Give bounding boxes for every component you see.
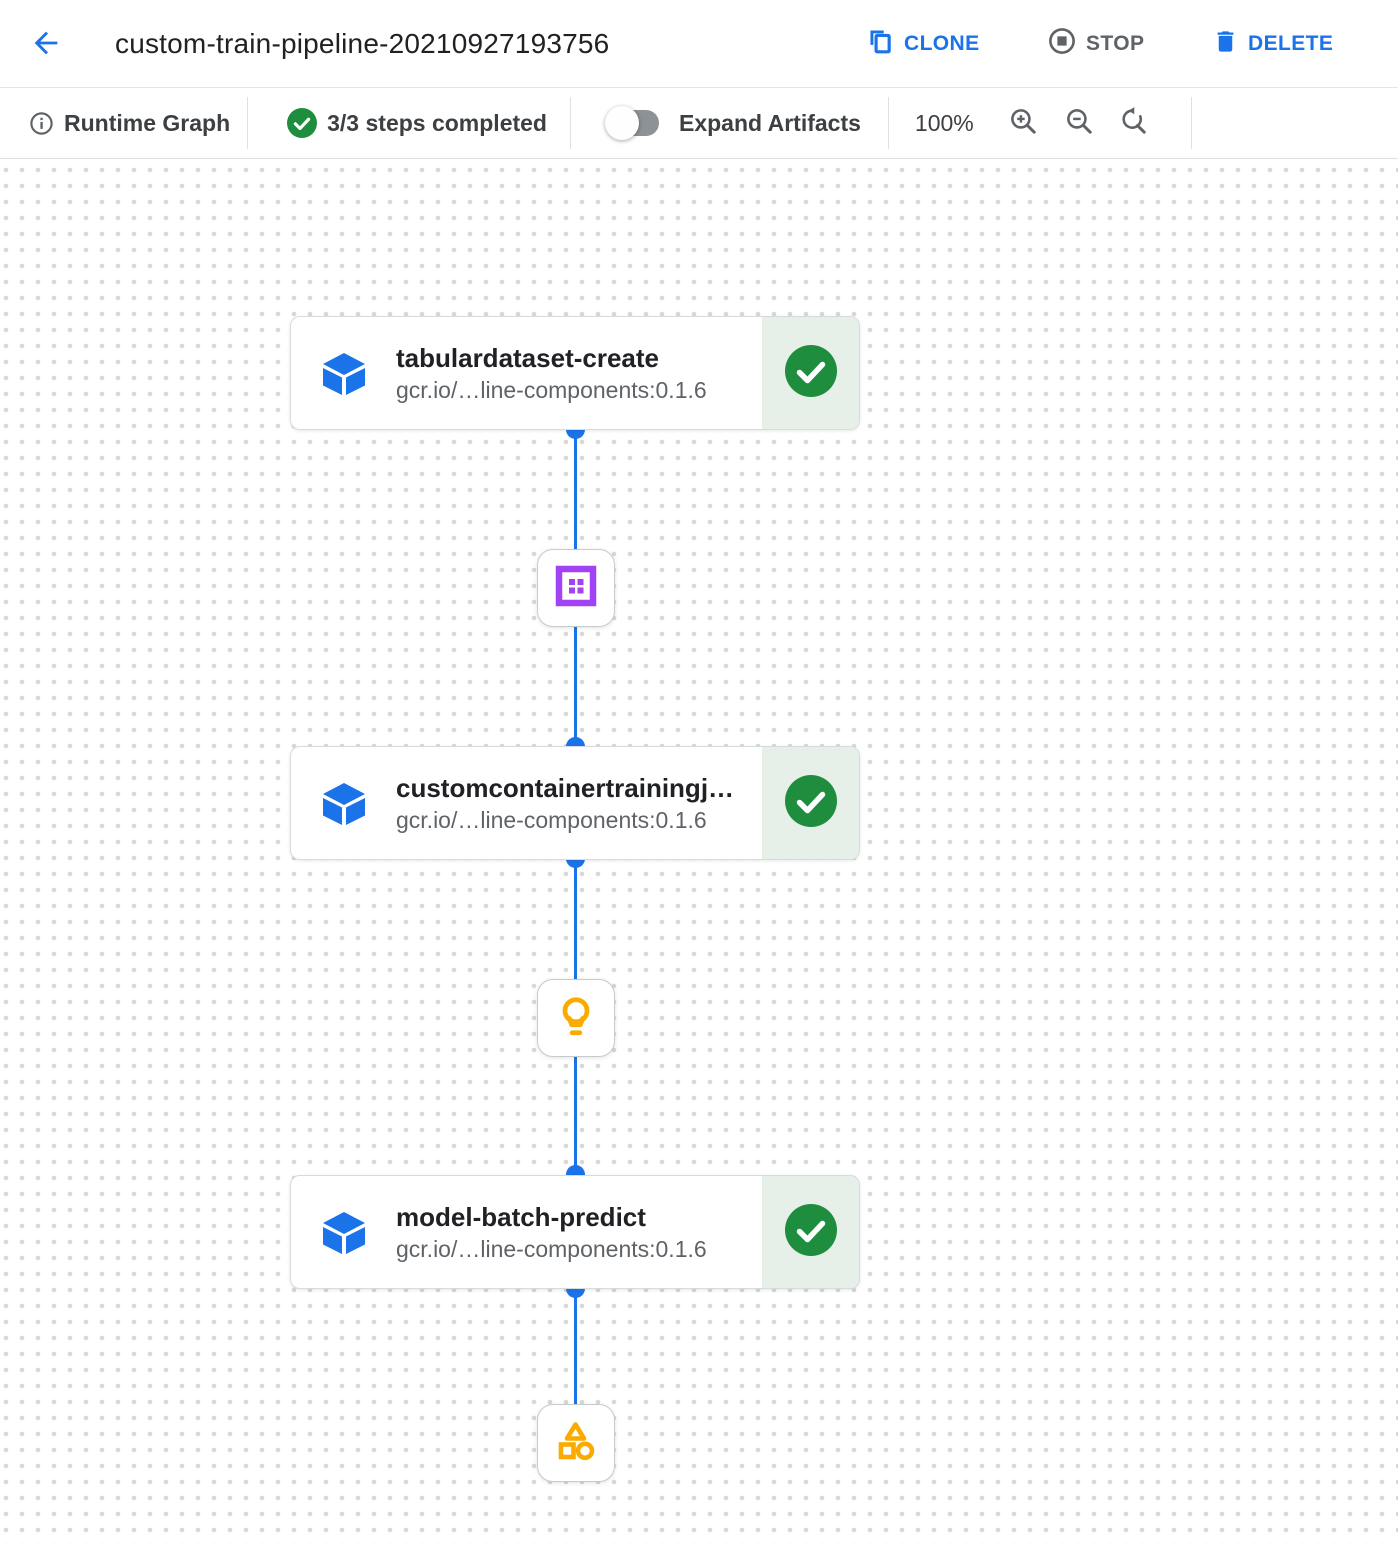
step-image-ref: gcr.io/…line-components:0.1.6 [396, 1235, 707, 1262]
artifact-node-dataset[interactable] [537, 549, 615, 627]
component-cube-icon [320, 1209, 368, 1257]
toolbar-divider [887, 97, 889, 149]
connector-line [574, 1288, 577, 1405]
step-title: model-batch-predict [396, 1201, 646, 1232]
step-status-badge [762, 317, 859, 429]
clone-button[interactable]: CLONE [868, 0, 980, 88]
header: custom-train-pipeline-20210927193756 CLO… [0, 0, 1398, 88]
pipeline-graph-canvas[interactable]: tabulardataset-create gcr.io/…line-compo… [0, 160, 1398, 1544]
back-button[interactable] [26, 24, 66, 64]
zoom-in-button[interactable] [1008, 106, 1039, 140]
check-circle-icon [784, 774, 837, 832]
zoom-reset-button[interactable] [1118, 106, 1149, 140]
step-node-model-batch-predict[interactable]: model-batch-predict gcr.io/…line-compone… [290, 1175, 860, 1289]
graph-toolbar: Runtime Graph 3/3 steps completed Expand… [0, 88, 1398, 159]
toolbar-divider [569, 97, 571, 149]
step-image-ref: gcr.io/…line-components:0.1.6 [396, 376, 707, 403]
delete-icon [1212, 28, 1239, 61]
steps-completed-icon [287, 108, 318, 138]
step-status-badge [762, 747, 859, 859]
delete-button[interactable]: DELETE [1212, 0, 1333, 88]
delete-label: DELETE [1248, 32, 1334, 55]
dataset-grid-icon [554, 564, 598, 613]
zoom-in-icon [1008, 106, 1039, 140]
check-circle-icon [784, 344, 837, 402]
clone-icon [868, 28, 895, 61]
toolbar-divider [247, 97, 249, 149]
lightbulb-icon [553, 993, 599, 1044]
toolbar-divider [1190, 97, 1192, 149]
shapes-icon [554, 1419, 598, 1468]
arrow-back-icon [29, 26, 63, 63]
clone-label: CLONE [904, 32, 980, 55]
steps-completed-text: 3/3 steps completed [327, 109, 547, 136]
artifact-node-generic[interactable] [537, 1404, 615, 1482]
connector-line [574, 627, 577, 746]
expand-artifacts-toggle[interactable] [604, 106, 659, 140]
step-title: customcontainertrainingj… [396, 772, 735, 803]
connector-line [574, 1057, 577, 1175]
check-circle-icon [784, 1203, 837, 1261]
expand-artifacts-label: Expand Artifacts [678, 109, 861, 136]
zoom-reset-icon [1118, 106, 1149, 140]
info-icon[interactable] [28, 110, 55, 137]
step-node-customcontainertrainingjob[interactable]: customcontainertrainingj… gcr.io/…line-c… [290, 746, 860, 860]
page-title: custom-train-pipeline-20210927193756 [115, 28, 610, 59]
connector-line [574, 858, 577, 980]
connector-line [574, 430, 577, 550]
stop-button[interactable]: STOP [1047, 0, 1144, 88]
zoom-out-icon [1064, 106, 1095, 140]
step-image-ref: gcr.io/…line-components:0.1.6 [396, 806, 707, 833]
stop-icon [1047, 26, 1077, 62]
step-title: tabulardataset-create [396, 342, 659, 373]
component-cube-icon [320, 780, 368, 828]
step-node-tabulardataset-create[interactable]: tabulardataset-create gcr.io/…line-compo… [290, 316, 860, 430]
stop-label: STOP [1086, 32, 1145, 55]
zoom-out-button[interactable] [1064, 106, 1095, 140]
toggle-knob [604, 106, 639, 140]
view-mode-label: Runtime Graph [64, 109, 231, 136]
step-status-badge [762, 1176, 859, 1288]
artifact-node-model[interactable] [537, 979, 615, 1057]
zoom-level: 100% [914, 109, 974, 136]
component-cube-icon [320, 350, 368, 398]
